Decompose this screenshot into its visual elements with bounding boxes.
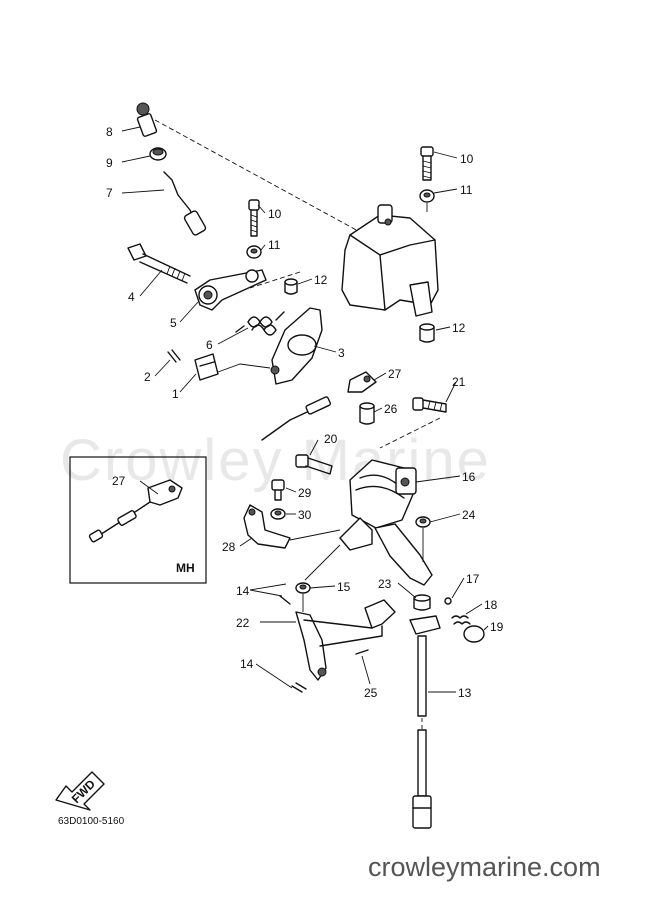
callout-11-b: 11	[268, 238, 281, 252]
callout-10-b: 10	[268, 207, 282, 221]
assembly-line-8	[154, 119, 361, 233]
callout-14-b: 14	[240, 657, 254, 671]
part-7-rod	[163, 171, 207, 236]
part-9-nut	[149, 147, 167, 161]
part-1-clip	[194, 353, 219, 381]
callout-27-b: 27	[112, 474, 126, 488]
part-19-cap	[463, 625, 485, 643]
assembly-line-21	[379, 417, 441, 449]
callout-22: 22	[236, 616, 250, 630]
lever-arm	[374, 523, 433, 586]
part-10-bolt-b	[420, 146, 434, 181]
part-11-nut-b	[419, 189, 435, 203]
part-12-bushing-b	[419, 323, 435, 343]
part-22-shift-arm	[295, 599, 396, 681]
callout-16: 16	[462, 470, 476, 484]
callout-18: 18	[484, 598, 498, 612]
callout-12-b: 12	[452, 321, 466, 335]
shift-cable	[261, 396, 332, 441]
callout-15: 15	[337, 580, 351, 594]
callout-14-a: 14	[236, 584, 250, 598]
callout-3: 3	[338, 346, 345, 360]
part-13-shift-rod	[409, 615, 441, 829]
callout-1: 1	[172, 387, 179, 401]
callout-6: 6	[206, 338, 213, 352]
part-6-spring	[235, 311, 285, 336]
part-14-pin-a	[279, 595, 291, 605]
fwd-arrow: FWD	[55, 771, 105, 811]
callout-13: 13	[458, 686, 472, 700]
part-4-bolt	[127, 243, 191, 284]
part-25-pin	[355, 649, 369, 655]
link-16-15	[304, 544, 341, 581]
part-10-bolt-a	[248, 199, 260, 237]
callout-24: 24	[462, 508, 476, 522]
callout-30: 30	[298, 508, 312, 522]
part-20-bolt	[295, 454, 333, 475]
inset-mh-label: MH	[176, 561, 195, 575]
part-21-bolt	[412, 397, 447, 413]
callout-7: 7	[106, 186, 113, 200]
part-2-pin	[167, 349, 181, 363]
footer-site-name: crowleymarine.com	[368, 852, 601, 882]
callout-5: 5	[170, 316, 177, 330]
leader-lines	[121, 126, 489, 693]
callout-28: 28	[222, 540, 236, 554]
callout-17: 17	[466, 572, 480, 586]
callout-10-a: 10	[460, 152, 474, 166]
drawing-code: 63D0100-5160	[58, 816, 125, 827]
part-14-pin-b	[291, 682, 307, 693]
callout-29: 29	[298, 486, 312, 500]
callout-9: 9	[106, 156, 113, 170]
inset-mh-box: MH	[69, 456, 207, 584]
part-11-nut-a	[246, 245, 262, 259]
part-29-screw	[271, 479, 285, 501]
callout-19: 19	[490, 620, 504, 634]
part-15-washer	[295, 582, 311, 594]
part-24-washer	[415, 516, 431, 528]
part-17-ball	[444, 597, 452, 605]
part-27-joint-a	[347, 371, 377, 393]
link-1-3	[217, 363, 271, 373]
callout-11-a: 11	[460, 183, 473, 197]
part-8-clip	[136, 102, 158, 137]
callout-labels: 8 9 7 10 11 10 11 12 12 4 5 6 3 2 1 27 2…	[106, 125, 504, 700]
part-5-lever	[194, 269, 267, 311]
assembly-line-12	[249, 271, 301, 289]
callout-23: 23	[378, 577, 392, 591]
part-3-plate	[270, 307, 323, 385]
part-30-washer	[270, 508, 286, 520]
callout-21: 21	[452, 375, 466, 389]
link-28-16	[289, 529, 341, 541]
part-26-bushing	[359, 402, 375, 425]
callout-8: 8	[106, 125, 113, 139]
callout-4: 4	[128, 290, 135, 304]
bracket-housing	[341, 204, 439, 317]
part-18-spring	[451, 615, 471, 625]
callout-25: 25	[364, 686, 378, 700]
callout-26: 26	[384, 402, 398, 416]
callout-20: 20	[324, 432, 338, 446]
part-16-shift-body	[339, 459, 417, 551]
part-23-collar	[413, 594, 431, 611]
callout-12-a: 12	[314, 273, 328, 287]
part-12-bushing-a	[284, 278, 298, 295]
callout-2: 2	[144, 370, 151, 384]
callout-27-a: 27	[388, 367, 402, 381]
